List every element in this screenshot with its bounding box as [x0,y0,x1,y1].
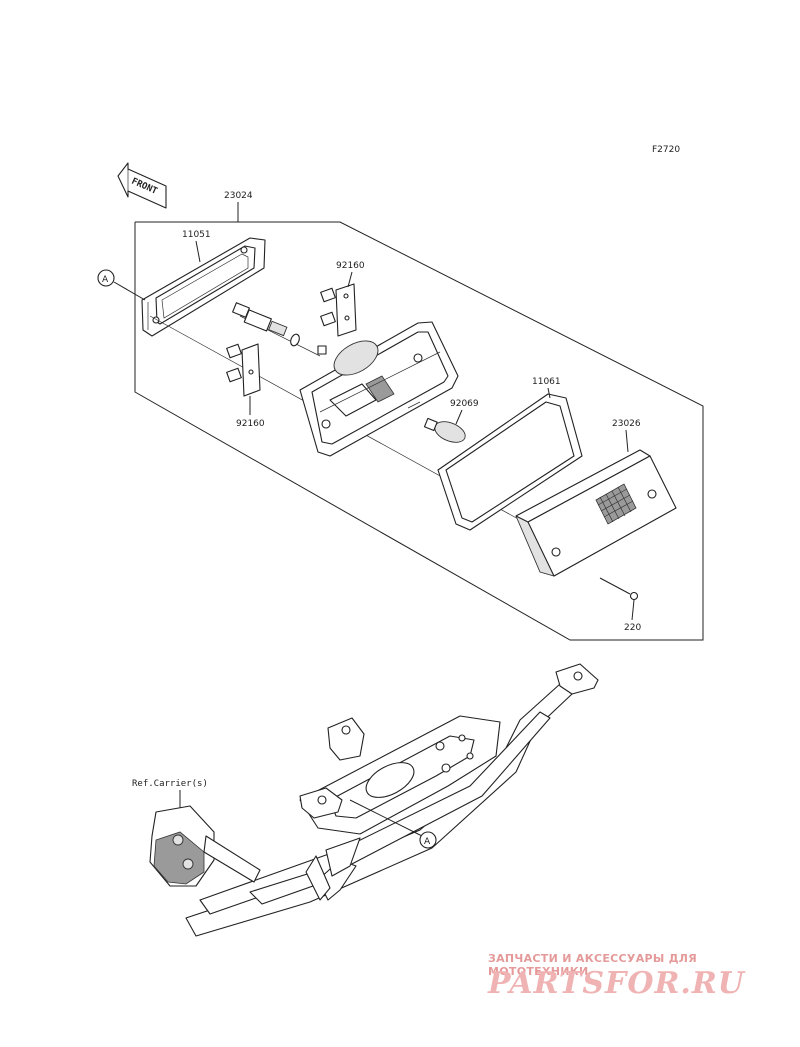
wedge-bulb-connector [232,302,300,347]
leader-92069 [455,409,463,425]
front-arrow-icon: FRONT [117,162,167,209]
screw [599,577,639,601]
diagram-code: F2720 [652,145,680,155]
leader-11051 [195,240,201,263]
gasket [437,393,583,531]
callout-23024: 23024 [224,191,253,201]
callout-92160-upper: 92160 [336,261,365,271]
ref-a-top: A [102,275,109,285]
leader-23026 [625,429,629,453]
reflector-plate [141,237,266,337]
leader-ref-a-bottom [349,799,427,839]
ref-a-bottom: A [424,837,431,847]
lens [515,449,677,577]
callout-92160-lower: 92160 [236,419,265,429]
ref-a-circle-bottom [419,831,437,849]
leader-ref-a-top [113,281,146,301]
callout-23026: 23026 [612,419,641,429]
assembly-outline [134,202,704,641]
ref-a-circle-top [97,269,115,287]
leader-220 [631,599,635,621]
callout-11061: 11061 [532,377,561,387]
watermark-brand-logo: PARTSFOR.RU [488,966,745,1001]
socket-upper [320,283,357,337]
watermark-tagline: ЗАПЧАСТИ И АКСЕССУАРЫ ДЛЯ МОТОТЕХНИКИ [488,952,698,978]
lens-grid-pattern [595,483,637,525]
callout-220: 220 [624,623,641,633]
socket-lower [226,343,261,397]
callout-11051: 11051 [182,230,211,240]
leader-11061 [547,387,551,399]
callout-92069: 92069 [450,399,479,409]
callout-ref-carrier: Ref.Carrier(s) [132,779,208,789]
carrier-frame [149,663,599,937]
leader-92160-upper [347,271,353,288]
lamp-housing [299,321,459,457]
bulb [423,417,466,443]
